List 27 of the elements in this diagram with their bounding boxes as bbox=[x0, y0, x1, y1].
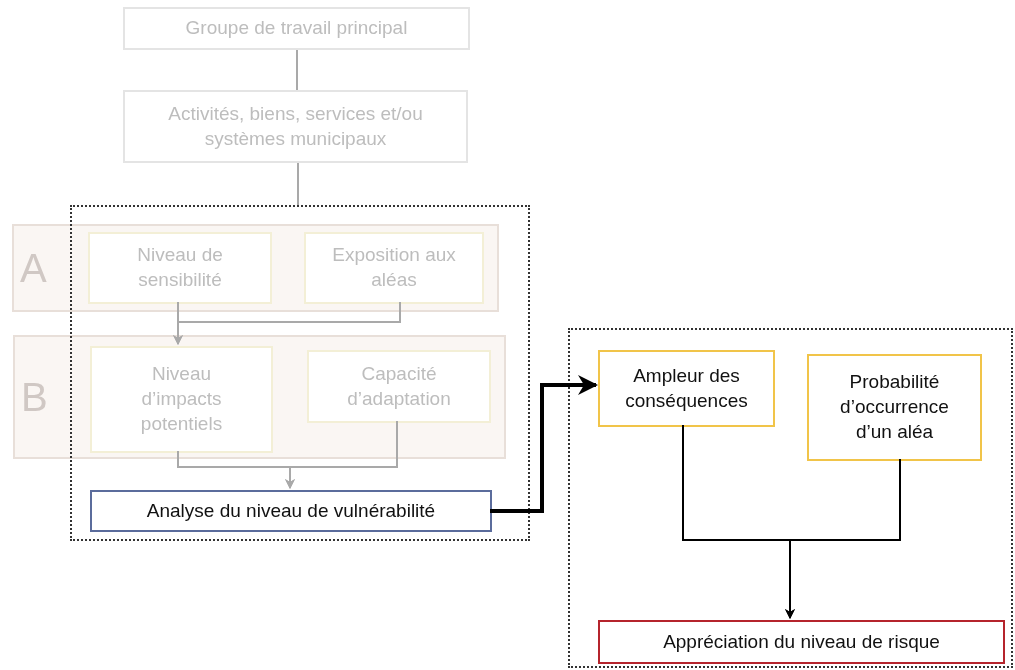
connector-arrow bbox=[490, 375, 598, 513]
process-box bbox=[123, 90, 468, 163]
box-label: Groupe de travail principal bbox=[184, 16, 409, 41]
process-box bbox=[304, 232, 484, 304]
stage-band bbox=[13, 335, 506, 459]
box-label: Capacité d’adaptation bbox=[346, 361, 452, 411]
process-box bbox=[598, 350, 775, 427]
box-label: Probabilité d’occurrence d’un aléa bbox=[839, 370, 950, 444]
process-box bbox=[90, 490, 492, 532]
box-label: Niveau d’impacts potentiels bbox=[139, 362, 224, 436]
box-label: Analyse du niveau de vulnérabilité bbox=[145, 498, 437, 523]
stage-band bbox=[12, 224, 499, 312]
process-box bbox=[123, 7, 470, 50]
process-box bbox=[307, 350, 491, 423]
box-label: Appréciation du niveau de risque bbox=[662, 629, 941, 654]
result-box bbox=[598, 620, 1005, 664]
connector-arrow bbox=[785, 458, 901, 619]
box-label: Niveau de sensibilité bbox=[136, 243, 224, 292]
connector-arrow bbox=[173, 301, 401, 345]
connector-arrow bbox=[285, 420, 398, 489]
process-box bbox=[90, 346, 273, 453]
process-box bbox=[88, 232, 272, 304]
process-box bbox=[807, 354, 982, 461]
box-label: Exposition aux aléas bbox=[331, 243, 457, 292]
box-label: Activités, biens, services et/ou systèmes municipaux bbox=[167, 101, 424, 151]
dotted-frame bbox=[568, 328, 1013, 668]
box-label: Ampleur des conséquences bbox=[624, 363, 749, 413]
